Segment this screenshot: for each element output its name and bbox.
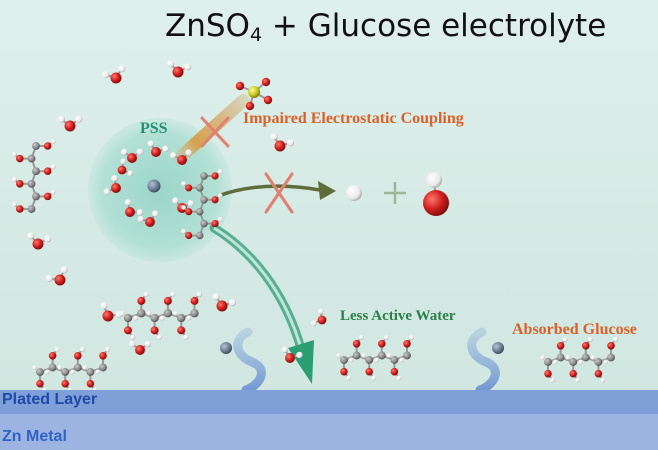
water-molecule — [100, 302, 123, 322]
glucose-molecule — [540, 336, 619, 383]
water-molecule — [101, 65, 126, 84]
zinc-ion — [147, 179, 161, 193]
green-arrow-inner — [213, 226, 304, 353]
zn-metal-label: Zn Metal — [2, 428, 67, 445]
water-molecule — [27, 232, 52, 250]
water-molecule — [310, 308, 327, 327]
water-molecule — [120, 148, 144, 163]
wave-glyph-left — [233, 327, 266, 395]
hydrogen-atom — [346, 185, 362, 201]
sulfate-ion — [235, 77, 273, 111]
plated-layer — [0, 390, 658, 414]
water-molecule — [137, 210, 159, 227]
glucose-molecule — [119, 291, 202, 340]
water-molecule — [124, 199, 144, 217]
water-molecule — [147, 140, 169, 157]
plus-sign — [384, 182, 406, 204]
diagram-title: ZnSO4 + Glucose electrolyte — [165, 8, 607, 46]
less-active-water-label: Less Active Water — [340, 308, 456, 324]
impaired-coupling-label: Impaired Electrostatic Coupling — [243, 110, 464, 127]
water-molecule — [117, 158, 134, 177]
water-molecule — [212, 293, 237, 312]
absorbed-glucose-label: Absorbed Glucose — [512, 321, 637, 338]
pss-label: PSS — [140, 120, 168, 137]
water-molecule — [57, 115, 83, 132]
water-molecule — [170, 149, 192, 165]
glucose-molecule — [336, 334, 415, 381]
cross-mark-upper — [200, 116, 230, 148]
zinc-ion — [220, 342, 232, 354]
cross-mark-lower — [264, 172, 294, 214]
water-molecule — [45, 266, 68, 286]
olive-arrowhead — [318, 181, 336, 200]
zn-metal-layer — [0, 414, 658, 450]
olive-curved-arrow — [217, 184, 321, 198]
green-arrow-shaft — [209, 223, 307, 357]
plated-layer-label: Plated Layer — [2, 391, 98, 408]
glucose-molecule — [181, 169, 223, 240]
water-molecule — [281, 346, 303, 363]
glucose-molecule — [11, 138, 56, 213]
water-molecule — [270, 133, 295, 152]
wave-glyph-right — [467, 327, 500, 395]
glucose-molecule — [32, 346, 111, 393]
water-molecule — [167, 60, 192, 78]
zinc-ion — [492, 342, 504, 354]
water-molecule — [103, 174, 121, 195]
green-arrowhead — [288, 340, 314, 384]
water-product — [423, 172, 449, 216]
water-molecule — [128, 340, 152, 355]
